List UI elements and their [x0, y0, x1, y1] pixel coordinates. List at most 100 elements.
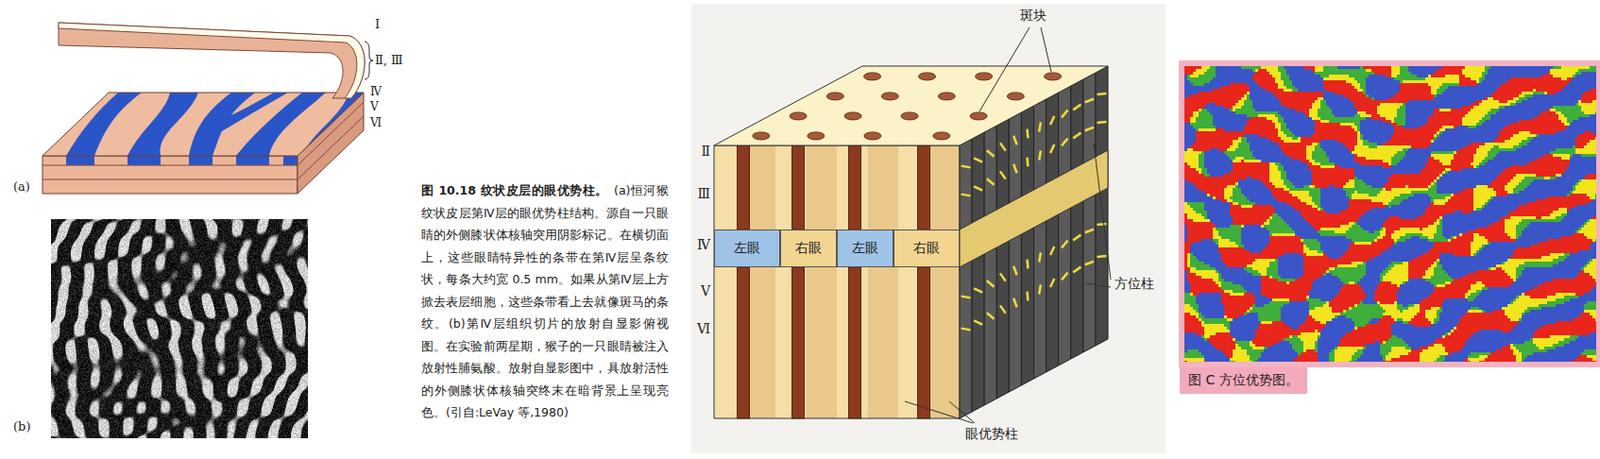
orientation-bar [1000, 305, 1006, 313]
orientation-bar [1025, 157, 1029, 168]
eye-column-box: 左眼 [836, 229, 894, 268]
column-strip [806, 145, 838, 419]
blob-dot [1044, 72, 1062, 81]
orientation-bar [1085, 229, 1094, 233]
orientation-bar [1050, 278, 1055, 288]
leader-line [1040, 27, 1052, 72]
orientation-bar [1013, 266, 1017, 275]
node-text: 左眼 [851, 239, 879, 257]
figure-title: 图 10.18 纹状皮层的眼优势柱。 [421, 183, 609, 198]
orientation-bar [987, 312, 995, 319]
layer-i [58, 22, 365, 99]
ocular-stripe [66, 92, 142, 156]
surface-outline [42, 92, 364, 156]
blob-dot [807, 132, 825, 140]
orientation-bar [961, 328, 971, 331]
orientation-bar [961, 194, 971, 197]
orientation-bar [1050, 116, 1055, 125]
orientation-bar [987, 150, 995, 156]
blob-dot [937, 92, 955, 101]
orientation-bar [1061, 240, 1068, 249]
orientation-bar [1096, 120, 1107, 124]
layer-iv-stripe [236, 155, 270, 166]
eye-column-box: 左眼 [714, 229, 781, 268]
blob-dot [844, 112, 862, 120]
orientation-bar [1025, 291, 1029, 302]
blob-dot [901, 112, 919, 120]
orientation-bar [1000, 142, 1006, 151]
column-strip [929, 145, 961, 419]
orientation-bar [1013, 136, 1017, 145]
blob-dot [789, 112, 807, 120]
layer-numeral: Ⅱ, Ⅲ [374, 52, 404, 69]
layer-numeral: Ⅰ [374, 17, 380, 33]
blob-dot [919, 72, 937, 81]
orientation-bar [1025, 259, 1029, 270]
layer-iv-side [959, 150, 1108, 268]
orientation-bar [1013, 164, 1017, 173]
orientation-slab [959, 138, 972, 419]
ocular-stripe [236, 92, 326, 156]
panel-frame [1178, 60, 1600, 368]
layer-boundary [42, 165, 298, 167]
column-strip [898, 145, 930, 419]
orientation-bar [987, 178, 995, 185]
eye-column-box: 右眼 [893, 229, 960, 268]
peeled-layers [58, 22, 365, 99]
orientation-map [1184, 66, 1597, 362]
orientation-bar [1000, 272, 1006, 281]
blob-column [737, 145, 750, 230]
blob-dot [826, 92, 844, 101]
layer-boundary [42, 179, 298, 181]
blob-column [792, 267, 805, 419]
orientation-bar [1038, 151, 1041, 161]
layer-iv-stripe [127, 155, 161, 166]
orientation-slab [1083, 72, 1096, 353]
orientation-bar [1061, 272, 1068, 281]
orientation-bar [1072, 267, 1081, 273]
layer-iv-surface [42, 92, 364, 156]
layer-numeral: Ⅱ [700, 143, 711, 160]
leader-line [949, 401, 975, 424]
blob-column [918, 267, 931, 419]
orientation-slab [996, 119, 1009, 399]
orientation-slab [1071, 79, 1084, 359]
leader-line [1093, 143, 1111, 280]
callout-label: 方位柱 [1114, 275, 1155, 292]
blob-column [737, 267, 750, 419]
orientation-bar [1050, 144, 1055, 154]
layer-numeral: Ⅳ [697, 237, 711, 254]
orientation-bar [1096, 222, 1107, 226]
orientation-bar [1085, 127, 1094, 131]
figure-caption: 图 10.18 纹状皮层的眼优势柱。(a)恒河猴纹状皮层第Ⅳ层的眼优势柱结构。源… [421, 179, 669, 425]
orientation-bar [973, 186, 983, 190]
column-strip [868, 145, 900, 419]
orientation-bar [973, 288, 983, 292]
orientation-slab [1046, 92, 1059, 373]
layer-numeral: Ⅵ [697, 321, 711, 338]
orientation-bar [1085, 99, 1094, 103]
panel-ground [691, 3, 1166, 454]
orientation-slab [1058, 85, 1072, 366]
stripe-group [66, 92, 369, 156]
orientation-slab [1021, 105, 1034, 386]
top-face [714, 66, 1108, 146]
orientation-bar [961, 296, 971, 299]
panel-letter: (a) [13, 179, 31, 195]
orientation-slab [971, 132, 985, 412]
orientation-bar [1072, 104, 1081, 111]
orientation-bar [1061, 110, 1068, 119]
orientation-slab [1034, 99, 1047, 379]
blob-dot [1006, 92, 1024, 101]
orientation-bar [961, 166, 971, 169]
blob-column [849, 267, 862, 419]
column-strip [775, 145, 807, 419]
blob-column [849, 145, 862, 230]
orientation-bar [1038, 253, 1041, 263]
eye-column-box: 右眼 [780, 229, 837, 268]
orientation-slab [1008, 112, 1022, 392]
callout-label: 斑块 [1020, 7, 1047, 24]
leader-line [979, 27, 1030, 112]
blob-dot [975, 72, 993, 81]
ocular-stripe [283, 92, 369, 156]
